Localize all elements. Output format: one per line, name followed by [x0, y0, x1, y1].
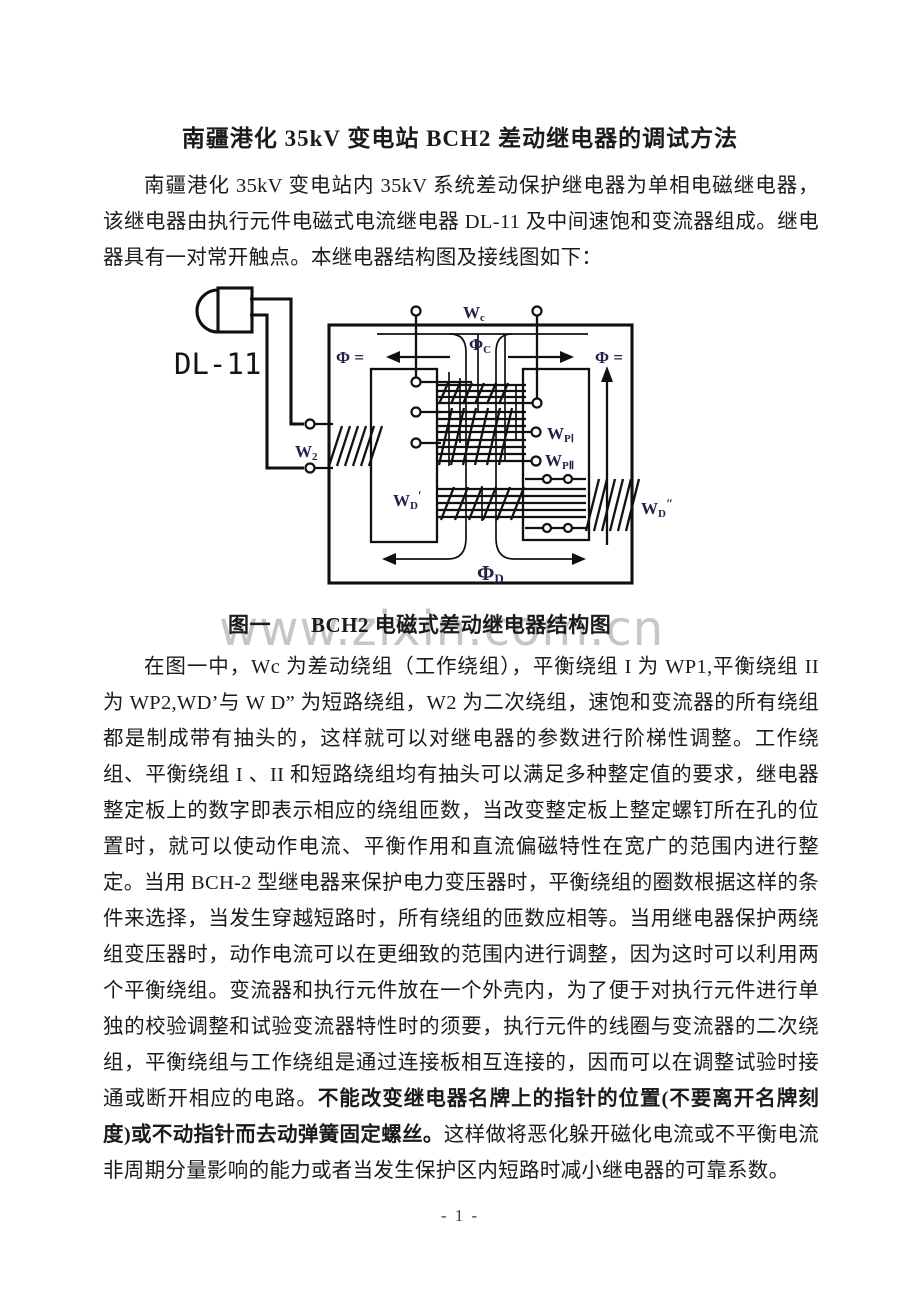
label-wd1: WD′ — [393, 488, 422, 512]
label-wc: Wc — [463, 303, 485, 324]
label-wp2: WPⅡ — [545, 451, 574, 472]
top-terminals — [410, 305, 543, 399]
w2-winding — [304, 418, 384, 474]
label-wp1: WPⅠ — [547, 424, 574, 445]
figure-caption-title: BCH2 电磁式差动继电器结构图 — [311, 613, 612, 637]
core-outline — [327, 323, 634, 585]
figure-caption-index: 图一 — [228, 613, 271, 637]
label-phi-right: Φ = — [595, 348, 623, 367]
label-w2: W2 — [295, 442, 318, 463]
page-number: - 1 - — [440, 1206, 480, 1225]
label-phi-d: ΦD — [477, 561, 504, 586]
centre-windings — [437, 334, 586, 521]
paragraph-usage-text1: 当用 BCH-2 型继电器来保护电力变压器时，平衡绕组的圈数根据这样的条件来选择… — [103, 872, 819, 1110]
relay-structure-diagram: DL-11 — [160, 281, 680, 601]
paragraph-description: 在图一中，Wc 为差动绕组（工作绕组），平衡绕组 I 为 WP1,平衡绕组 II… — [103, 656, 819, 894]
diagram-labels: Wc ΦC Φ = Φ = W2 WPⅠ WPⅡ WD′ WD″ ΦD — [295, 303, 673, 586]
paragraph-usage-text2: 这样做将恶化躲开磁化电流或不平衡电流非周期分量影响的能力或者当发生保护区内短路时… — [103, 1124, 819, 1182]
label-phi-c: ΦC — [469, 335, 491, 356]
paragraph-usage-warning: 不能改变继电器名牌上的指针的位置(不要离开名牌刻度)或不动指针而去动弹簧固定螺丝… — [103, 1088, 819, 1146]
figure-caption: 图一 BCH2 电磁式差动继电器结构图 — [228, 609, 611, 639]
page-title: 南疆港化 35kV 变电站 BCH2 差动继电器的调试方法 — [181, 126, 739, 151]
wd2-winding — [525, 473, 641, 534]
label-phi-left: Φ = — [336, 348, 364, 367]
paragraph-usage: 当用 BCH-2 型继电器来保护电力变压器时，平衡绕组的圈数根据这样的条件来选择… — [103, 865, 819, 1189]
flux-paths — [382, 333, 613, 565]
dl11-device: DL-11 — [174, 286, 304, 470]
label-wd2: WD″ — [641, 496, 673, 520]
tap-terminals — [410, 376, 543, 467]
dl11-label: DL-11 — [174, 347, 261, 381]
paragraph-intro: 南疆港化 35kV 变电站内 35kV 系统差动保护继电器为单相电磁继电器，该继… — [103, 175, 819, 269]
